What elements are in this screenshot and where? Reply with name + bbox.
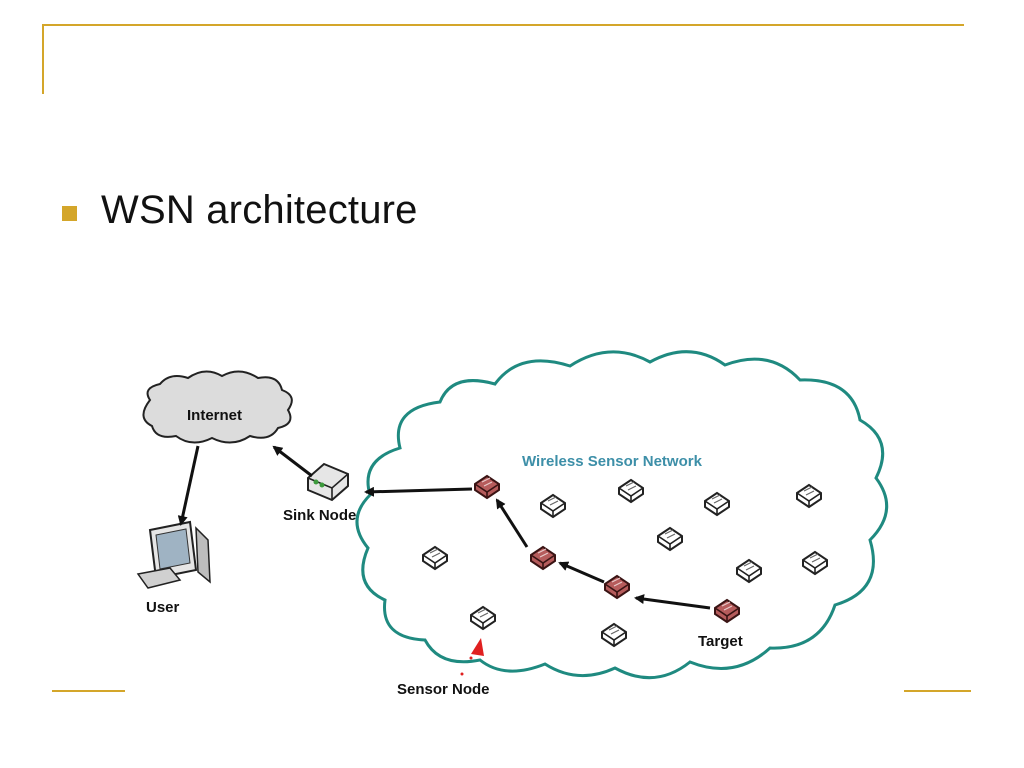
left-rule [42,24,44,94]
route-arrows [177,445,711,610]
bullet-square-icon [62,206,77,221]
sink-label: Sink Node [283,507,356,524]
bottom-right-rule [904,690,971,692]
bullet-item: WSN architecture [62,188,418,233]
sink-node-icon [307,462,349,502]
sensor-pointer-icon [460,638,484,676]
computer-icon [136,520,211,589]
wsn-label: Wireless Sensor Network [522,453,703,470]
user-label: User [146,599,180,616]
wsn-cloud-icon [355,350,889,680]
bottom-left-rule [52,690,125,692]
bullet-text: WSN architecture [101,188,418,232]
sensor-label: Sensor Node [397,681,490,698]
target-label: Target [698,633,743,650]
top-rule [42,24,964,26]
internet-label: Internet [187,407,242,424]
internet-cloud-icon [142,370,293,444]
